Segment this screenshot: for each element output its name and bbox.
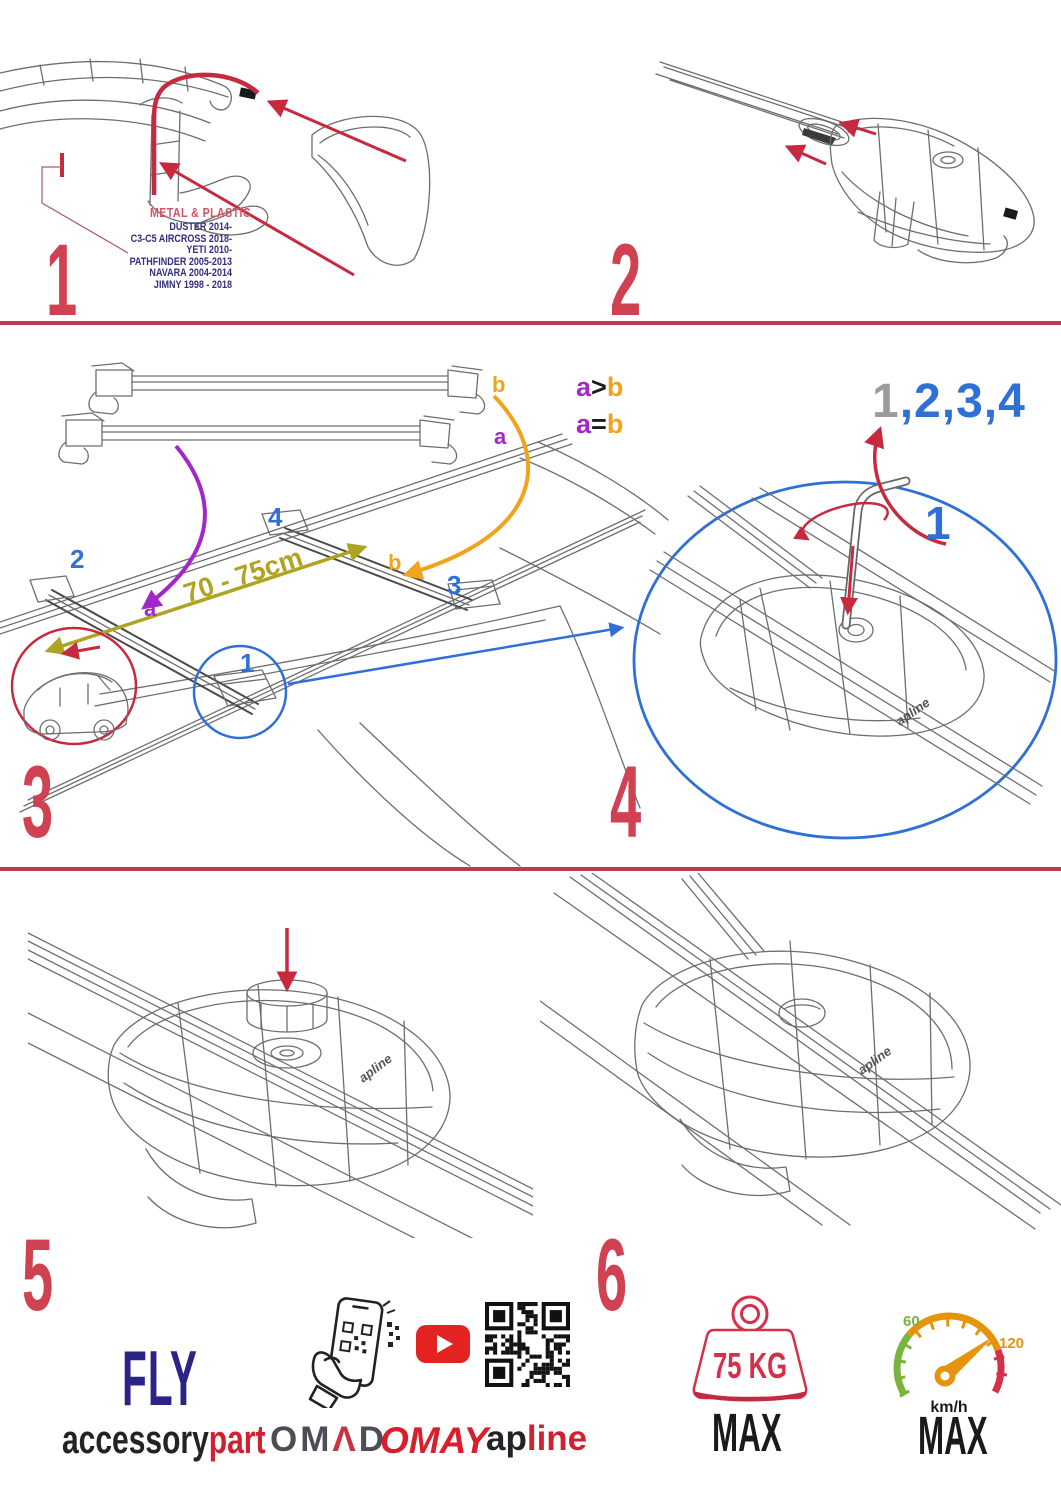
roof-b-label: b (388, 550, 402, 575)
car-direction-icon (10, 626, 138, 746)
vehicle-item: JIMNY 1998 - 2018 (153, 278, 232, 291)
qr-code-icon (485, 1302, 570, 1387)
speed-max-label: MAX (918, 1406, 988, 1466)
rule-greater: a>b (576, 369, 623, 406)
rule-b: b (606, 372, 624, 402)
cover-piece-drawing (311, 115, 431, 266)
accessorypart-logo: accessorypart (62, 1418, 265, 1463)
section-divider-2 (0, 867, 1061, 871)
length-rules: a>b a=b (576, 369, 623, 443)
rule-b: b (606, 409, 624, 439)
insert-arrow-top (266, 99, 407, 163)
position-3-label: 3 (447, 570, 462, 600)
sequence-arrow (864, 426, 947, 546)
sequence-rest: ,2,3,4 (899, 375, 1026, 428)
rule-op: > (591, 372, 607, 402)
step-2-number: 2 (610, 223, 641, 337)
rule-a: a (576, 409, 592, 439)
step-1-number: 1 (46, 223, 77, 337)
section-divider-1 (0, 321, 1061, 325)
accessorypart-red: part (208, 1418, 266, 1462)
vehicle-list: DUSTER 2014- C3-C5 AIRCROSS 2018- YETI 2… (116, 221, 232, 291)
clamp-outline-highlight (151, 72, 260, 195)
bar-a-label: a (494, 424, 507, 449)
roof-a-label: a (144, 596, 157, 621)
rule-a: a (576, 372, 592, 402)
foot-callout-number: 1 (925, 497, 951, 549)
accessorypart-black: accessory (62, 1418, 209, 1462)
step-5-number: 5 (22, 1218, 53, 1332)
zoom-callout-arrow (287, 622, 625, 686)
position-4-label: 4 (268, 502, 283, 532)
speed-tick-high: 120 (999, 1335, 1024, 1352)
crossbar-drawing (655, 61, 850, 147)
omay-logo: OMAY (380, 1420, 489, 1461)
assembled-foot-drawing (540, 873, 1061, 1230)
loose-bar-a-drawing (58, 412, 458, 465)
rule-equal: a=b (576, 406, 623, 443)
step4-zoom-circle (632, 480, 1058, 840)
apline-logo: apline (486, 1419, 587, 1459)
step-4-number: 4 (610, 745, 641, 859)
step-3-number: 3 (22, 745, 53, 859)
weight-value: 75 KG (713, 1345, 787, 1386)
vehicle-item: YETI 2010- (186, 244, 232, 256)
rule-op: = (591, 409, 607, 439)
foot-drawing (829, 117, 1035, 264)
fly-logo: FLY (122, 1334, 199, 1422)
front-direction-arrow (60, 641, 101, 660)
youtube-icon (416, 1325, 470, 1363)
speed-unit: km/h (930, 1399, 967, 1416)
leader-line (41, 166, 129, 254)
insert-arrow-bottom (158, 162, 355, 277)
omad-logo: OMΛD (270, 1420, 387, 1460)
bar-opening (802, 128, 836, 145)
apline-red: line (526, 1419, 588, 1458)
step6-assembled-diagram: apline (540, 873, 1061, 1230)
omad-caret: Λ (332, 1420, 359, 1459)
omad-post: D (358, 1420, 388, 1459)
tighten-sequence: 1,2,3,4 (872, 374, 1026, 429)
allen-key-icon (841, 476, 911, 630)
foot-brand-text: apline (356, 1051, 395, 1086)
loose-bar-b-drawing (88, 362, 486, 415)
apline-black: ap (486, 1419, 527, 1458)
foot-brand-text: apline (893, 695, 932, 729)
insert-arrow-1 (838, 118, 877, 138)
vehicle-item: C3-C5 AIRCROSS 2018- (130, 232, 232, 245)
omad-pre: OM (270, 1420, 333, 1459)
scan-phone-icon (308, 1297, 400, 1408)
weight-max-label: MAX (712, 1403, 782, 1463)
vehicle-item: DUSTER 2014- (169, 221, 232, 233)
foot-with-cap-drawing (28, 932, 533, 1238)
bar-b-position-arrow (402, 394, 531, 580)
vehicle-item: NAVARA 2004-2014 (149, 267, 232, 279)
step-6-number: 6 (596, 1218, 627, 1332)
weight-max-icon: 75 KG (692, 1295, 808, 1402)
car-roof-drawing (0, 433, 669, 867)
step2-bar-insert-diagram (655, 61, 1035, 264)
rotate-arrow (793, 501, 889, 541)
speed-tick-low: 60 (903, 1313, 920, 1330)
bar-b-label: b (492, 372, 506, 397)
speedometer-icon: 60 120 km/h (893, 1312, 1024, 1416)
vehicle-item: PATHFINDER 2005-2013 (129, 255, 232, 268)
position-1-label: 1 (240, 648, 255, 678)
tighten-down-arrow (840, 545, 858, 616)
brand-chip (1003, 207, 1019, 220)
step3-step4-diagram: apline (0, 362, 1058, 867)
step1-clamp-diagram (0, 58, 431, 277)
sequence-first: 1 (872, 375, 900, 428)
foot1-callout-circle (192, 644, 288, 740)
position-2-label: 2 (70, 544, 85, 574)
material-note: METAL & PLASTIC (150, 206, 252, 220)
insert-arrow-2 (784, 144, 827, 166)
step5-cap-diagram: apline (28, 928, 533, 1238)
